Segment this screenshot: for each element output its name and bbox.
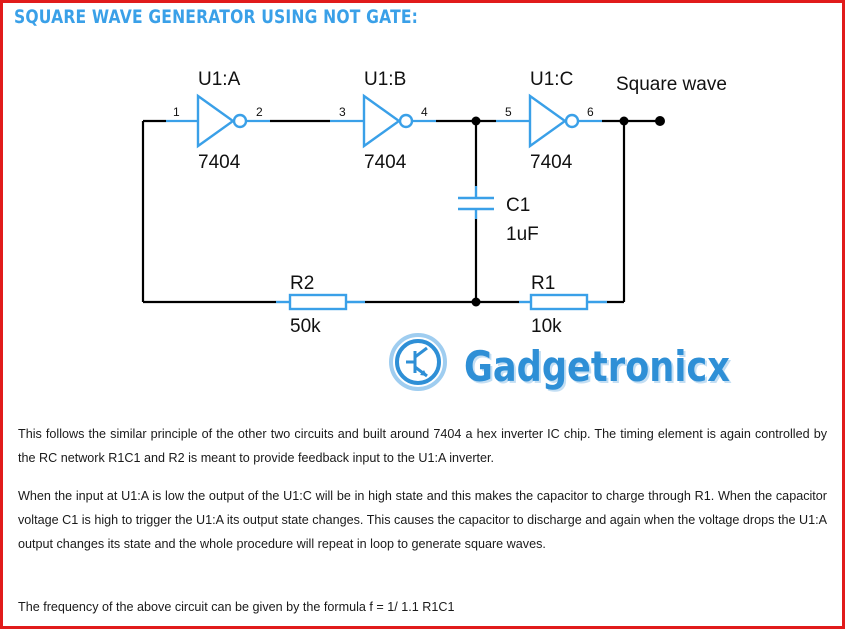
resistor-value-label: 50k [290, 316, 321, 337]
pin-number: 4 [421, 105, 428, 119]
gate-part-label: 7404 [198, 152, 241, 173]
gate-ref-label: U1:B [364, 69, 406, 90]
pin-number: 1 [173, 105, 180, 119]
resistor-r1 [519, 293, 607, 311]
junction-dot [619, 116, 629, 126]
gate-ref-label: U1:C [530, 69, 573, 90]
gate-part-label: 7404 [364, 152, 407, 173]
junction-dot [471, 297, 481, 307]
inversion-bubble [232, 113, 248, 129]
wires [141, 119, 660, 304]
logo-text: Gadgetronicx [464, 342, 730, 391]
logo-shadow-text: Gadgetronicx [466, 344, 732, 393]
transistor-icon [389, 333, 447, 391]
capacitor-value-label: 1uF [506, 224, 539, 245]
pin-number: 2 [256, 105, 263, 119]
gate-part-label: 7404 [530, 152, 573, 173]
output-label: Square wave [616, 74, 727, 95]
resistor-body [529, 293, 589, 311]
not-gate-triangle [196, 93, 236, 149]
gate-ref-label: U1:A [198, 69, 241, 90]
resistor-body [288, 293, 348, 311]
inversion-bubble [398, 113, 414, 129]
pin-number: 6 [587, 105, 594, 119]
paragraph: When the input at U1:A is low the output… [18, 489, 827, 551]
junction-dot [471, 116, 481, 126]
gate-u1c [528, 93, 580, 149]
paragraph: The frequency of the above circuit can b… [18, 600, 455, 614]
circuit-diagram: U1:A 7404 U1:B 7404 U1:C 7404 Square wav… [141, 69, 732, 393]
pin-number: 3 [339, 105, 346, 119]
not-gate-triangle [362, 93, 402, 149]
gate-u1b [362, 93, 414, 149]
resistor-ref-label: R2 [290, 273, 314, 294]
output-terminal-dot [655, 116, 665, 126]
resistor-r2 [276, 293, 365, 311]
resistor-value-label: 10k [531, 316, 562, 337]
gadgetronicx-logo: Gadgetronicx Gadgetronicx [389, 333, 732, 393]
capacitor-ref-label: C1 [506, 195, 530, 216]
page-title: SQUARE WAVE GENERATOR USING NOT GATE: [14, 6, 419, 28]
capacitor-c1 [458, 186, 494, 219]
gate-u1a [196, 93, 248, 149]
pin-number: 5 [505, 105, 512, 119]
not-gate-triangle [528, 93, 568, 149]
inversion-bubble [564, 113, 580, 129]
paragraph: This follows the similar principle of th… [18, 427, 827, 465]
resistor-ref-label: R1 [531, 273, 555, 294]
